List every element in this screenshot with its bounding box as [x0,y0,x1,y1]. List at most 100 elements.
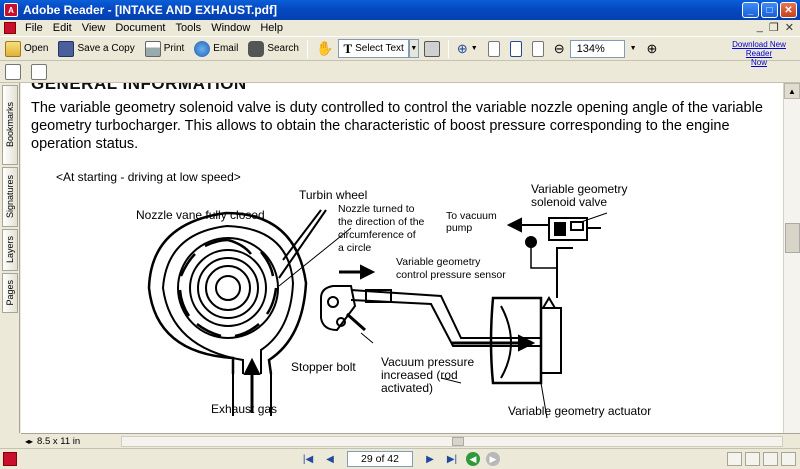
continuous-layout-icon[interactable] [745,452,760,466]
doc-close-icon[interactable]: ✕ [784,22,794,34]
select-tool-dropdown[interactable]: ▼ [408,39,419,58]
doc-minimize-icon[interactable]: _ [756,21,763,33]
tab-signatures-label: Signatures [5,175,15,219]
go-back-button[interactable]: ◀ [466,452,480,466]
print-button[interactable]: Print [140,39,190,59]
label-sensor-1: Variable geometry [396,256,481,268]
page-number-field[interactable]: 29 of 42 [347,451,413,467]
label-solenoid-2: solenoid valve [531,195,608,209]
toolbar-divider [447,39,449,58]
maximize-button[interactable]: □ [761,2,778,18]
minus-circle-icon: ⊖ [553,40,565,56]
adobe-status-icon [3,452,17,466]
menu-help[interactable]: Help [260,22,283,34]
page-actual-size-icon [487,40,500,57]
label-turbin-wheel: Turbin wheel [299,188,368,202]
tab-layers[interactable]: Layers [2,229,18,271]
menu-tools[interactable]: Tools [175,22,202,34]
menu-document[interactable]: Document [115,22,166,34]
next-page-button[interactable]: ▶ [422,451,438,467]
zoom-level-field[interactable]: 134% [569,39,625,58]
tab-bookmarks-label: Bookmarks [5,102,15,148]
actual-size-button[interactable] [483,39,505,59]
search-button[interactable]: Search [243,39,304,59]
continuous-facing-layout-icon[interactable] [781,452,796,466]
tab-signatures[interactable]: Signatures [2,167,18,227]
magnifier-icon: ⊕ [456,40,468,56]
rotate-counterclockwise-button[interactable] [26,62,52,82]
secondary-toolbar [0,61,800,83]
next-page-icon: ▶ [426,453,434,465]
single-page-layout-icon[interactable] [727,452,742,466]
vertical-scrollbar[interactable]: ▲ [783,83,800,433]
document-menu-icon[interactable] [4,22,16,34]
search-label: Search [267,43,299,54]
camera-icon [423,40,440,57]
download-reader-line1: Download New Reader [732,40,786,58]
navigation-panel-tabs: Bookmarks Signatures Layers Pages [0,83,20,433]
first-page-button[interactable]: |◀ [300,451,316,467]
rotate-page-icon [31,63,47,80]
diagram-caption: <At starting - driving at low speed> [56,170,241,184]
email-globe-icon [194,40,211,57]
zoom-in-tool-button[interactable]: ⊕ ▼ [452,39,483,59]
menu-window[interactable]: Window [211,22,251,34]
label-to-vacuum-2: pump [446,222,473,234]
horizontal-scroll-thumb[interactable] [452,437,464,446]
go-forward-button[interactable]: ▶ [486,452,500,466]
page-size-value: 8.5 x 11 in [37,435,81,447]
print-label: Print [163,43,185,54]
open-button[interactable]: Open [0,39,53,59]
last-page-button[interactable]: ▶| [444,451,460,467]
main-toolbar: Open Save a Copy Print Email Search ✋ T … [0,36,800,67]
chevron-down-icon: ▼ [470,45,478,52]
page-fit-icon [509,40,522,57]
previous-page-button[interactable]: ◀ [322,451,338,467]
scroll-up-icon[interactable]: ▲ [784,83,800,99]
hand-tool-button[interactable]: ✋ [311,39,338,59]
close-button[interactable]: ✕ [780,2,797,18]
title-bar: A Adobe Reader - [INTAKE AND EXHAUST.pdf… [0,0,800,20]
email-button[interactable]: Email [189,39,243,59]
text-cursor-icon: T [343,40,353,56]
label-nozzle-vane: Nozzle vane fully closed [136,208,265,222]
menu-bar: File Edit View Document Tools Window Hel… [0,20,800,36]
menu-file[interactable]: File [25,22,43,34]
doc-restore-icon[interactable]: ❐ [768,22,779,34]
select-text-tool[interactable]: T Select Text [338,39,409,58]
adobe-reader-icon: A [4,3,18,17]
rotate-page-icon [5,63,21,80]
zoom-level-value: 134% [576,42,605,55]
snapshot-tool-button[interactable] [419,39,445,59]
fit-width-button[interactable] [527,39,549,59]
page-navigation-bar: |◀ ◀ 29 of 42 ▶ ▶| ◀ ▶ [0,448,800,469]
rotate-clockwise-button[interactable] [0,62,26,82]
document-view[interactable]: GENERAL INFORMATION The variable geometr… [21,83,783,433]
tab-pages[interactable]: Pages [2,273,18,313]
last-page-icon: ▶| [446,453,458,465]
toolbar-divider [307,39,308,58]
horizontal-scrollbar[interactable] [121,436,783,447]
save-copy-button[interactable]: Save a Copy [53,39,139,59]
label-sensor-2: control pressure sensor [396,269,506,281]
back-arrow-icon: ◀ [469,453,477,464]
chevron-down-icon: ▼ [629,45,637,52]
download-reader-link[interactable]: Download New Reader Now [724,40,794,67]
menu-view[interactable]: View [81,22,106,34]
zoom-out-button[interactable]: ⊖ [549,39,570,59]
fit-page-button[interactable] [505,39,527,59]
page-size-indicator: ◂▸ 8.5 x 11 in [25,435,95,448]
zoom-in-button[interactable]: ⊕ [642,39,663,59]
minimize-button[interactable]: _ [742,2,759,18]
tab-bookmarks[interactable]: Bookmarks [2,85,18,165]
zoom-dropdown-button[interactable]: ▼ [625,39,642,59]
turbocharger-diagram: <At starting - driving at low speed> Tur… [21,170,783,433]
window-controls: _ □ ✕ [742,2,797,18]
page-layout-buttons [727,452,796,466]
resize-icon: ◂▸ [25,436,34,446]
plus-circle-icon: ⊕ [646,40,658,56]
facing-layout-icon[interactable] [763,452,778,466]
menu-edit[interactable]: Edit [52,22,72,34]
label-to-vacuum-1: To vacuum [446,210,497,222]
scroll-thumb[interactable] [785,223,800,253]
